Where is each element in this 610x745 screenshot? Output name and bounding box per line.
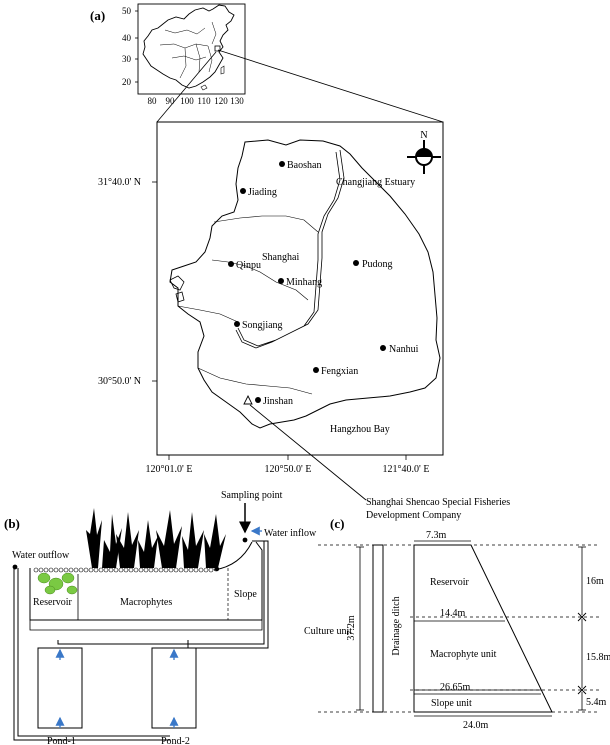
- panel-a: (a) 50 40 30 20 80 90 100: [90, 3, 510, 521]
- macrophyte-plants-icon: [86, 508, 226, 568]
- reservoir-algae-icon: [37, 572, 78, 595]
- inset-y-tick: 20: [122, 77, 132, 87]
- inset-x-tick: 130: [230, 96, 244, 106]
- panel-b-label: (b): [4, 516, 20, 531]
- district-dot-icon: [240, 188, 246, 194]
- place-label: Minhang: [286, 277, 322, 288]
- water-inflow-label: Water inflow: [264, 528, 317, 539]
- latitude-label: 31°40.0' N: [98, 177, 141, 188]
- company-triangle-icon: [243, 394, 253, 405]
- taiwan-island: [220, 65, 225, 75]
- reservoir-unit-label: Reservoir: [430, 577, 470, 588]
- north-label: N: [420, 130, 427, 141]
- changjiang-estuary-label: Changjiang Estuary: [336, 177, 415, 188]
- sampling-point-marker: [242, 537, 248, 543]
- map-frame: [156, 121, 444, 456]
- inset-y-tick: 50: [122, 6, 132, 16]
- district-dot-icon: [234, 321, 240, 327]
- place-label: Songjiang: [242, 320, 283, 331]
- culture-unit-shape: [413, 544, 553, 713]
- inset-x-tick: 90: [166, 96, 176, 106]
- slope-label: Slope: [234, 589, 257, 600]
- district-dot-icon: [255, 397, 261, 403]
- culture-unit-label: Culture unit: [304, 626, 352, 637]
- inflow-pipe: [187, 540, 269, 649]
- place-label: Baoshan: [287, 160, 321, 171]
- reservoir-label: Reservoir: [33, 597, 73, 608]
- hainan-island: [200, 84, 208, 91]
- bottom-width-label: 24.0m: [463, 720, 489, 731]
- top-width-label: 7.3m: [426, 530, 447, 541]
- longitude-label: 121°40.0' E: [383, 464, 430, 475]
- slope-unit-label: Slope unit: [431, 698, 472, 709]
- height-2-label: 15.8m: [586, 652, 610, 663]
- width-2-label: 14.4m: [440, 608, 466, 619]
- place-label: Fengxian: [321, 366, 358, 377]
- district-lines: [177, 215, 319, 395]
- shanghai-map: N Baoshan Jiading Qinpu Minhang: [98, 121, 444, 475]
- panel-a-label: (a): [90, 8, 105, 23]
- company-label-line1: Shanghai Shencao Special Fisheries: [366, 497, 510, 508]
- inset-x-tick: 120: [214, 96, 228, 106]
- zoom-line: [156, 51, 217, 123]
- inset-y-tick: 30: [122, 54, 132, 64]
- macrophyte-unit-label: Macrophyte unit: [430, 649, 497, 660]
- inset-y-tick: 40: [122, 33, 132, 43]
- dianshan-lake: [169, 275, 185, 303]
- place-label: Nanhui: [389, 344, 419, 355]
- place-label: Jiading: [248, 187, 277, 198]
- inset-x-tick: 100: [180, 96, 194, 106]
- district-dot-icon: [279, 161, 285, 167]
- longitude-label: 120°50.0' E: [265, 464, 312, 475]
- pond-2-label: Pond-2: [161, 736, 190, 745]
- pond-1-label: Pond-1: [47, 736, 76, 745]
- place-label: Jinshan: [263, 396, 293, 407]
- inset-y-ticks: 50 40 30 20: [122, 6, 138, 87]
- district-dot-icon: [353, 260, 359, 266]
- inset-x-tick: 110: [197, 96, 211, 106]
- china-inset-map: 50 40 30 20 80 90 100 110 120 130: [122, 3, 246, 106]
- latitude-label: 30°50.0' N: [98, 376, 141, 387]
- height-1-label: 16m: [586, 576, 604, 587]
- district-dot-icon: [228, 261, 234, 267]
- district-dot-icon: [278, 278, 284, 284]
- sampling-point-label: Sampling point: [221, 490, 283, 501]
- shanghai-label: Shanghai: [262, 252, 299, 263]
- china-outline: [142, 4, 235, 89]
- total-height-label: 37.2m: [346, 615, 357, 641]
- place-label: Pudong: [362, 259, 393, 270]
- zoom-line: [217, 49, 444, 123]
- inset-x-ticks: 80 90 100 110 120 130: [148, 96, 245, 106]
- shanghai-boundary: [169, 139, 441, 429]
- width-3-label: 26.65m: [440, 682, 471, 693]
- panel-c: (c) Drainage ditch 37.2m Culture unit 7.…: [304, 516, 610, 731]
- hangzhou-bay-label: Hangzhou Bay: [330, 424, 390, 435]
- panel-c-label: (c): [330, 516, 344, 531]
- longitude-label: 120°01.0' E: [146, 464, 193, 475]
- company-label-line2: Development Company: [366, 510, 461, 521]
- drainage-ditch: [372, 544, 384, 713]
- huangpu-river: [235, 149, 345, 349]
- place-label: Qinpu: [236, 260, 261, 271]
- inset-x-tick: 80: [148, 96, 158, 106]
- district-dot-icon: [313, 367, 319, 373]
- north-arrow-icon: N: [407, 130, 441, 174]
- drainage-ditch-label: Drainage ditch: [391, 596, 402, 655]
- panel-b: (b) Sampling point Water inflow Water ou…: [4, 490, 317, 745]
- height-3-label: 5.4m: [586, 697, 607, 708]
- outflow-pipe: [13, 568, 170, 741]
- macrophytes-label: Macrophytes: [120, 597, 172, 608]
- district-dot-icon: [380, 345, 386, 351]
- shanghai-marker: [214, 45, 221, 52]
- water-outflow-label: Water outflow: [12, 550, 70, 561]
- company-leader-line: [249, 404, 367, 501]
